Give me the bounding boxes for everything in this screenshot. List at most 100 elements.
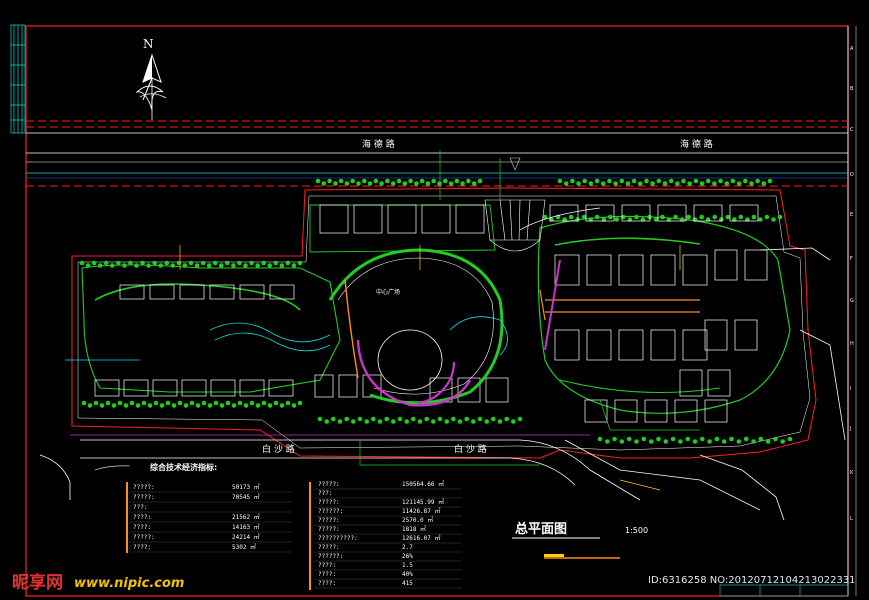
tree-dot bbox=[377, 419, 383, 424]
building-block bbox=[353, 204, 383, 234]
tree-dot bbox=[758, 436, 764, 442]
tree-dot bbox=[419, 178, 425, 184]
tree-dot bbox=[758, 217, 763, 222]
building-block bbox=[682, 254, 708, 286]
tree-dot bbox=[679, 217, 685, 222]
tree-dot bbox=[608, 214, 613, 220]
watermark-id: ID:6316258 NO:20120712104213022331 bbox=[648, 575, 856, 586]
tree-dot bbox=[625, 181, 631, 186]
tree-dot bbox=[87, 403, 93, 408]
tree-dot bbox=[414, 181, 419, 186]
drawing-title-block: 总平面图 1:500 bbox=[512, 521, 648, 559]
tree-dot bbox=[105, 400, 111, 406]
tree-dot bbox=[111, 403, 117, 408]
tree-dot bbox=[707, 439, 712, 444]
tree-dot bbox=[773, 436, 778, 442]
tree-dot bbox=[448, 181, 454, 186]
building-block bbox=[682, 329, 708, 361]
tree-dot bbox=[338, 178, 344, 184]
building-block bbox=[181, 379, 207, 397]
tree-dot bbox=[641, 436, 647, 442]
tree-dot bbox=[563, 181, 569, 186]
table-right-row-value: 2.7 bbox=[402, 544, 413, 551]
tree-dot bbox=[379, 181, 384, 186]
building-block bbox=[618, 254, 644, 286]
tree-dot bbox=[662, 181, 668, 186]
drawing-scale: 1:500 bbox=[625, 526, 648, 535]
tree-dot bbox=[285, 400, 291, 406]
tree-dot bbox=[764, 214, 770, 220]
tree-dot bbox=[431, 178, 437, 184]
table-left-row-label: ???: bbox=[133, 504, 147, 511]
tree-dot bbox=[279, 403, 285, 408]
tree-dot bbox=[681, 178, 686, 184]
tree-dot bbox=[373, 178, 379, 184]
tree-dot bbox=[721, 439, 727, 444]
svg-text:F: F bbox=[850, 256, 853, 262]
tree-dot bbox=[201, 400, 207, 406]
tree-dot bbox=[787, 436, 793, 442]
tree-dot bbox=[729, 436, 734, 442]
tree-dot bbox=[417, 419, 423, 424]
tree-dot bbox=[267, 403, 273, 408]
table-right-row-label: ?????: bbox=[318, 526, 340, 533]
building-block bbox=[209, 284, 235, 300]
building-block bbox=[714, 249, 738, 281]
tree-dot bbox=[315, 178, 321, 184]
drawing-title: 总平面图 bbox=[515, 521, 567, 537]
table-left-row-value: 21562 ㎡ bbox=[232, 513, 260, 521]
building-block bbox=[94, 379, 120, 397]
tree-dot bbox=[712, 214, 717, 220]
building-block bbox=[554, 329, 580, 361]
tree-dot bbox=[200, 260, 206, 266]
tree-dot bbox=[159, 403, 165, 408]
tree-dot bbox=[317, 416, 323, 422]
tree-dot bbox=[140, 260, 145, 266]
building-block bbox=[421, 204, 451, 234]
tree-dot bbox=[385, 178, 390, 184]
tree-dot bbox=[761, 181, 767, 186]
tree-dot bbox=[712, 181, 717, 186]
watermark: 昵享网 www.nipic.com ID:6316258 NO:20120712… bbox=[12, 572, 856, 593]
table-right-row-label: ????: bbox=[318, 571, 336, 578]
tree-dot bbox=[164, 260, 170, 266]
tree-dot bbox=[152, 260, 157, 266]
tree-dot bbox=[390, 181, 396, 186]
tree-dot bbox=[743, 178, 748, 184]
tree-dot bbox=[128, 260, 133, 266]
main-entrance bbox=[484, 157, 546, 252]
table-right-row-value: 150564.66 ㎡ bbox=[402, 480, 444, 488]
tree-rows bbox=[79, 178, 793, 444]
tree-dot bbox=[237, 400, 243, 406]
tree-dot bbox=[613, 181, 618, 186]
svg-text:E: E bbox=[850, 212, 853, 218]
tree-dot bbox=[605, 439, 610, 444]
tree-dot bbox=[297, 260, 303, 266]
tree-dot bbox=[627, 217, 633, 222]
table-left-row-value: 24214 ㎡ bbox=[232, 533, 260, 541]
tree-dot bbox=[158, 263, 163, 268]
tree-dot bbox=[371, 416, 376, 422]
tree-dot bbox=[594, 214, 600, 220]
tree-dot bbox=[344, 181, 350, 186]
left-title-strip bbox=[10, 24, 26, 134]
tree-dot bbox=[738, 214, 744, 220]
tree-dot bbox=[755, 178, 760, 184]
tree-dot bbox=[171, 403, 177, 408]
table-right-row-label: ?????: bbox=[318, 481, 340, 488]
tree-dot bbox=[745, 217, 750, 222]
tree-dot bbox=[182, 263, 188, 268]
table-left-row-value: 14163 ㎡ bbox=[232, 523, 260, 531]
tree-dot bbox=[562, 217, 567, 222]
tree-dot bbox=[675, 181, 680, 186]
tree-dot bbox=[443, 178, 448, 184]
building-block bbox=[239, 379, 265, 397]
tree-dot bbox=[725, 214, 731, 220]
svg-text:G: G bbox=[850, 298, 854, 304]
tree-dot bbox=[650, 181, 655, 186]
tree-dot bbox=[384, 416, 390, 422]
tree-dot bbox=[705, 217, 711, 222]
table-right-row-label: ?????: bbox=[318, 499, 340, 506]
table-heading: 综合技术经济指标: bbox=[150, 462, 217, 472]
table-right-row-label: ??????????: bbox=[318, 535, 358, 542]
